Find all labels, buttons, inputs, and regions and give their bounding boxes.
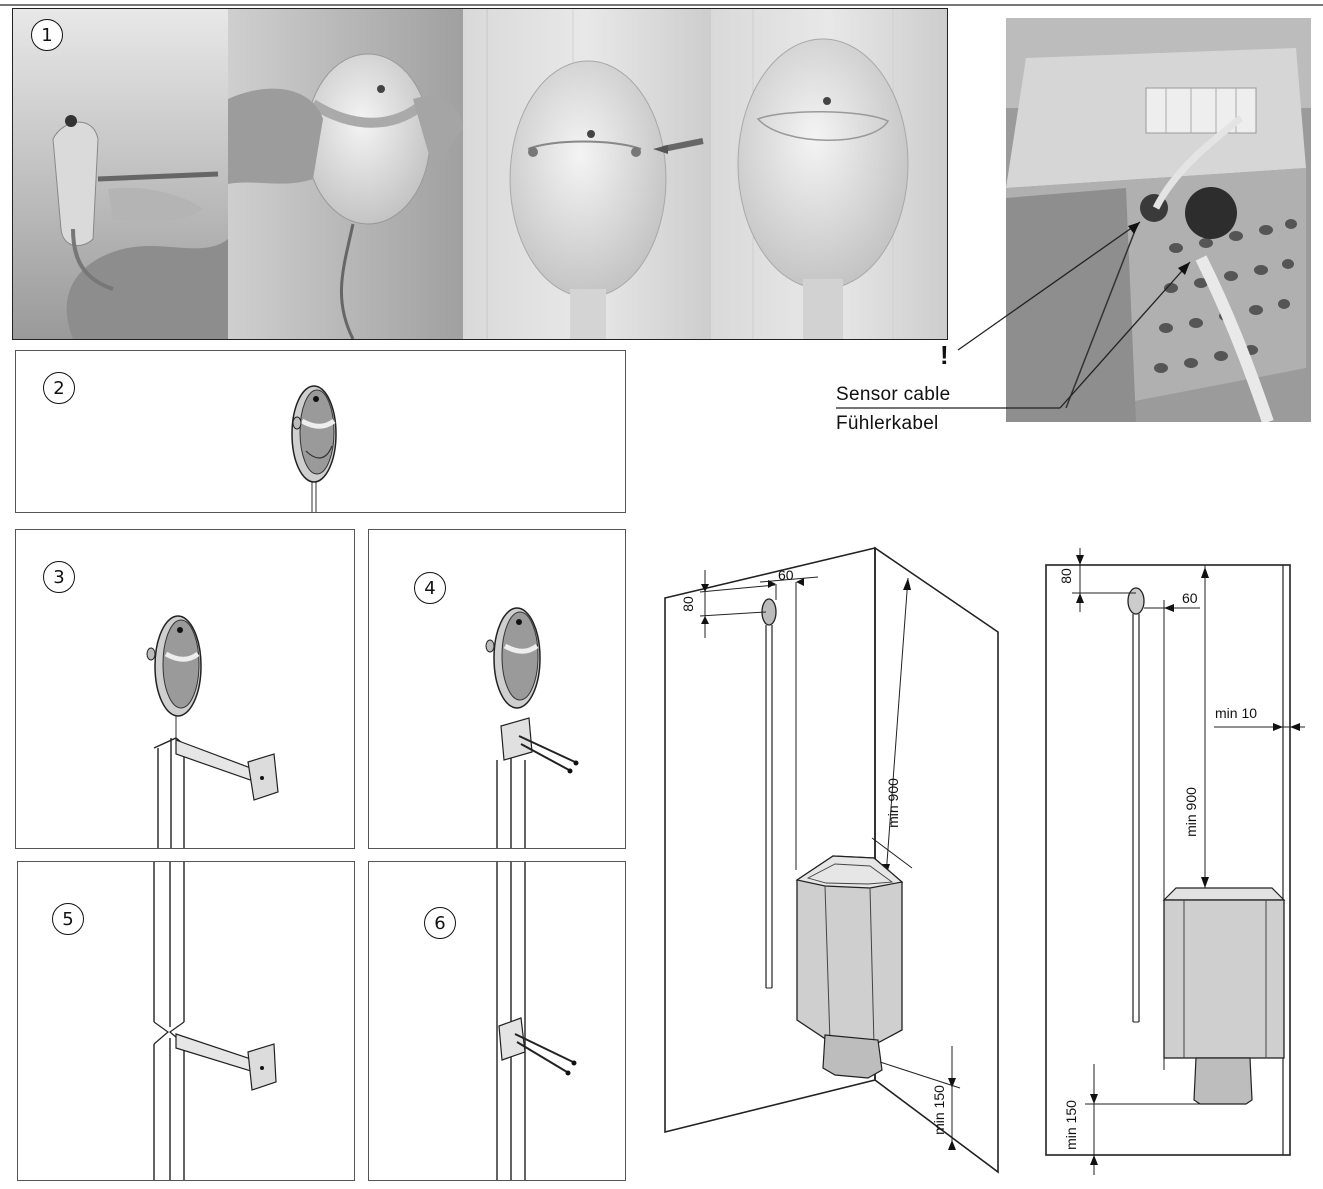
- sensor-cable-label-de: Fühlerkabel: [836, 413, 939, 434]
- top-rule: [0, 4, 1323, 6]
- sensor-cable-label-en: Sensor cable: [836, 384, 951, 405]
- left-side-offset-label: 60: [778, 567, 794, 583]
- warning-mark: !: [940, 340, 949, 370]
- step-3-number: 3: [43, 561, 75, 593]
- right-top-offset-label: 80: [1057, 568, 1074, 584]
- right-floor-clearance-label: min 150: [1062, 1100, 1079, 1150]
- step-4-number: 4: [414, 572, 446, 604]
- right-side-offset-label: 60: [1182, 590, 1198, 606]
- step-1-photo-strip: [12, 8, 948, 340]
- right-wall-clearance-label: min 10: [1215, 705, 1258, 721]
- step-1-number: 1: [31, 19, 63, 51]
- step-6-panel: [368, 861, 626, 1181]
- step-2-number: 2: [43, 372, 75, 404]
- step-5-number: 5: [52, 903, 84, 935]
- step-4-panel: [368, 529, 626, 849]
- step-6-number: 6: [424, 907, 456, 939]
- right-vertical-clearance-label: min 900: [1182, 787, 1199, 837]
- step-2-panel: [15, 350, 626, 513]
